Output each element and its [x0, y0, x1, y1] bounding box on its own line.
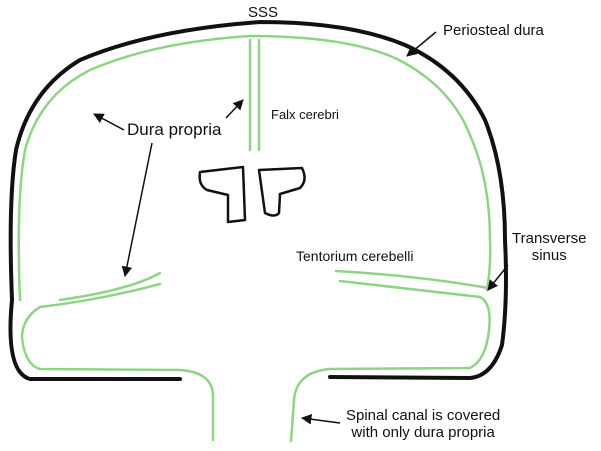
tentorium-right-upper	[336, 271, 488, 288]
arrow-dura-propria-lower	[125, 143, 152, 276]
spinal-canal-label: Spinal canal is covered with only dura p…	[346, 407, 500, 442]
dura-propria-label: Dura propria	[127, 120, 222, 140]
dura-propria-outer-layer	[19, 36, 490, 300]
arrow-falx-cerebri	[226, 100, 243, 118]
dura-propria-left-lower	[22, 284, 213, 440]
right-central-shape	[259, 168, 305, 216]
falx-cerebri-label: Falx cerebri	[271, 108, 339, 123]
arrow-spinal-canal	[302, 418, 340, 423]
spinal-canal-line1: Spinal canal is covered	[346, 407, 500, 424]
sss-label: SSS	[248, 4, 278, 21]
transverse-sinus-label: Transverse sinus	[512, 230, 586, 265]
arrow-dura-propria-upper	[94, 114, 124, 130]
transverse-sinus-line2: sinus	[512, 247, 586, 264]
spinal-canal-line2: with only dura propria	[346, 424, 500, 441]
left-central-shape	[200, 167, 245, 222]
tentorium-cerebelli-label: Tentorium cerebelli	[296, 248, 414, 264]
transverse-sinus-line1: Transverse	[512, 230, 586, 247]
periosteal-dura-label: Periosteal dura	[443, 22, 544, 39]
